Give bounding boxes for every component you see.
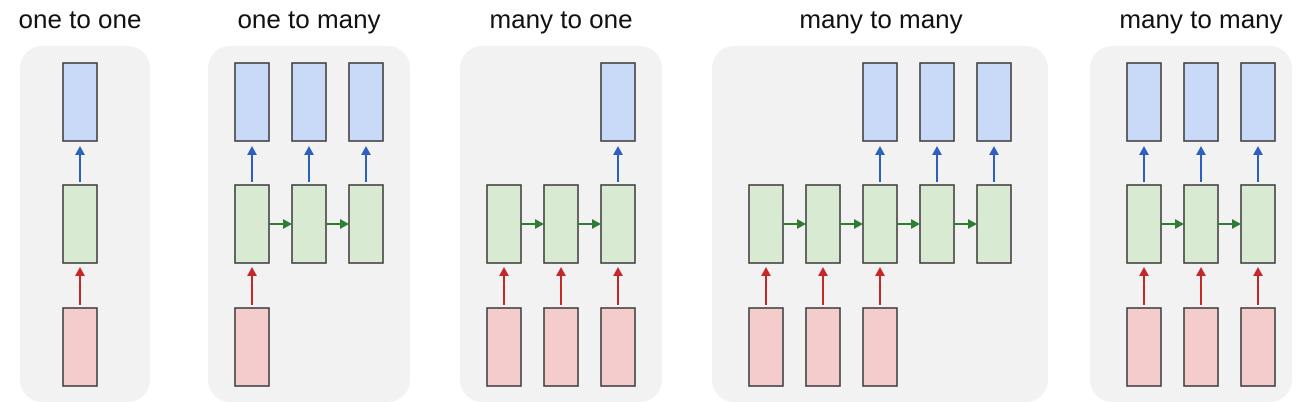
output-box	[62, 62, 98, 142]
input-arrow	[247, 267, 257, 305]
panel-title: many to many	[799, 4, 962, 34]
input-arrow	[1139, 267, 1149, 305]
panel-title: one to one	[19, 4, 142, 34]
recurrent-arrow	[1218, 219, 1241, 229]
input-box	[862, 307, 898, 387]
input-arrow	[875, 267, 885, 305]
output-box	[1240, 62, 1276, 142]
input-arrow	[1253, 267, 1263, 305]
recurrent-arrow	[1161, 219, 1184, 229]
panel-title: many to many	[1119, 4, 1282, 34]
recurrent-arrow	[326, 219, 349, 229]
panel-title: one to many	[237, 4, 380, 34]
hidden-state-box	[1183, 184, 1219, 264]
input-box	[486, 307, 522, 387]
hidden-state-box	[62, 184, 98, 264]
output-arrow	[1253, 146, 1263, 182]
hidden-state-box	[348, 184, 384, 264]
input-box	[234, 307, 270, 387]
input-arrow	[613, 267, 623, 305]
panel-2: one to many	[208, 4, 410, 402]
input-box	[1183, 307, 1219, 387]
input-box	[805, 307, 841, 387]
recurrent-arrow	[783, 219, 806, 229]
output-arrow	[875, 146, 885, 182]
recurrent-arrow	[840, 219, 863, 229]
input-arrow	[761, 267, 771, 305]
hidden-state-box	[748, 184, 784, 264]
output-arrow	[613, 146, 623, 182]
panel-4: many to many	[712, 4, 1048, 402]
output-arrow	[1139, 146, 1149, 182]
input-box	[543, 307, 579, 387]
input-arrow	[556, 267, 566, 305]
hidden-state-box	[862, 184, 898, 264]
input-box	[1240, 307, 1276, 387]
output-arrow	[989, 146, 999, 182]
output-arrow	[247, 146, 257, 182]
input-arrow	[499, 267, 509, 305]
hidden-state-box	[486, 184, 522, 264]
hidden-state-box	[291, 184, 327, 264]
output-box	[862, 62, 898, 142]
input-box	[748, 307, 784, 387]
hidden-state-box	[543, 184, 579, 264]
input-arrow	[1196, 267, 1206, 305]
recurrent-arrow	[897, 219, 920, 229]
input-arrow	[818, 267, 828, 305]
output-box	[600, 62, 636, 142]
hidden-state-box	[234, 184, 270, 264]
output-arrow	[932, 146, 942, 182]
panel-title: many to one	[489, 4, 632, 34]
output-box	[1126, 62, 1162, 142]
output-box	[291, 62, 327, 142]
input-box	[1126, 307, 1162, 387]
output-arrow	[304, 146, 314, 182]
hidden-state-box	[805, 184, 841, 264]
panel-3: many to one	[460, 4, 662, 402]
recurrent-arrow	[521, 219, 544, 229]
input-arrow	[75, 267, 85, 305]
output-arrow	[1196, 146, 1206, 182]
panel-5: many to many	[1090, 4, 1292, 402]
output-box	[976, 62, 1012, 142]
output-box	[919, 62, 955, 142]
input-box	[600, 307, 636, 387]
output-box	[234, 62, 270, 142]
output-arrow	[75, 146, 85, 182]
output-arrow	[361, 146, 371, 182]
output-box	[1183, 62, 1219, 142]
hidden-state-box	[1240, 184, 1276, 264]
recurrent-arrow	[578, 219, 601, 229]
panels-layer: one to one one to many many to one many to …	[19, 4, 1292, 402]
hidden-state-box	[976, 184, 1012, 264]
output-box	[348, 62, 384, 142]
input-box	[62, 307, 98, 387]
hidden-state-box	[1126, 184, 1162, 264]
recurrent-arrow	[269, 219, 292, 229]
panel-1: one to one	[19, 4, 150, 402]
hidden-state-box	[919, 184, 955, 264]
recurrent-arrow	[954, 219, 977, 229]
hidden-state-box	[600, 184, 636, 264]
